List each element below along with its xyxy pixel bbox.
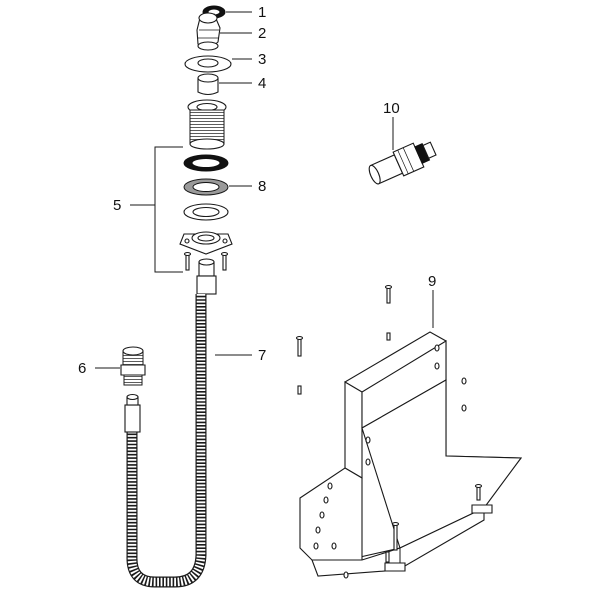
mounting-flange — [179, 231, 233, 255]
flat-washer — [183, 203, 229, 221]
part-7-hose — [124, 258, 217, 588]
threaded-shank — [187, 99, 227, 150]
part-6-nipple-adapter — [120, 346, 146, 386]
callout-9: 9 — [428, 273, 436, 290]
flange-screws — [183, 251, 229, 271]
callout-5: 5 — [113, 197, 121, 214]
callout-7: 7 — [258, 347, 266, 364]
part-4-sleeve — [197, 73, 219, 96]
part-10-cartridge — [368, 141, 437, 185]
gasket-black — [183, 154, 229, 172]
part-8-gray-washer — [183, 178, 229, 196]
part-9-mounting-bracket — [299, 331, 523, 579]
leader-lines — [95, 11, 434, 369]
callout-8: 8 — [258, 178, 266, 195]
part-2-elbow-connector — [196, 12, 221, 51]
callout-labels: 1 2 3 4 5 6 7 8 9 10 — [78, 4, 436, 377]
part-3-escutcheon-ring — [184, 55, 232, 73]
callout-2: 2 — [258, 25, 266, 42]
loose-screws — [295, 284, 483, 563]
callout-3: 3 — [258, 51, 266, 68]
bracket-clips — [384, 504, 493, 572]
callout-4: 4 — [258, 75, 266, 92]
callout-10: 10 — [383, 100, 400, 117]
bracket-slots — [313, 344, 467, 579]
callout-1: 1 — [258, 4, 266, 21]
bracket-5 — [130, 146, 183, 273]
callout-6: 6 — [78, 360, 86, 377]
